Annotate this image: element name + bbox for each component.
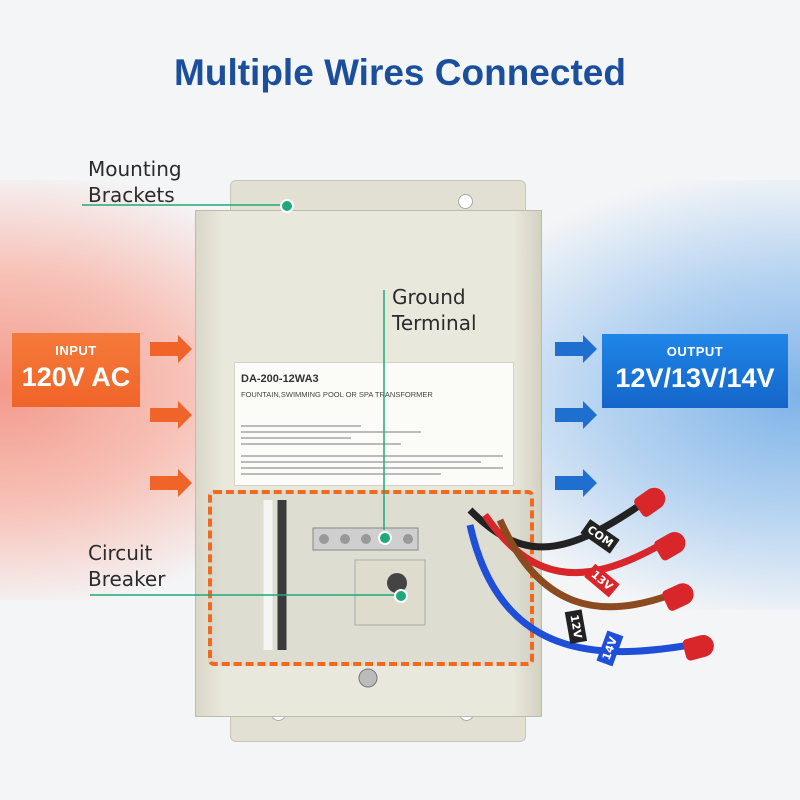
- fine-print: [241, 443, 401, 445]
- callout-line: Circuit: [88, 541, 153, 565]
- fine-print: [241, 455, 503, 457]
- circuit-breaker-callout: Circuit Breaker: [88, 540, 165, 592]
- callout-line: Mounting: [88, 157, 182, 181]
- mounting-hole: [458, 194, 473, 209]
- callout-line: Ground: [392, 285, 466, 309]
- input-badge: INPUT 120V AC: [12, 333, 140, 407]
- mounting-callout-dot: [280, 199, 294, 213]
- output-label: OUTPUT: [666, 344, 724, 359]
- input-label: INPUT: [55, 343, 97, 358]
- model-description: FOUNTAIN,SWIMMING POOL OR SPA TRANSFORME…: [241, 390, 433, 399]
- fine-print: [241, 431, 421, 433]
- callout-line: Terminal: [392, 311, 477, 335]
- fine-print: [241, 473, 441, 475]
- fine-print: [241, 467, 503, 469]
- callout-line: Brackets: [88, 183, 175, 207]
- output-value: 12V/13V/14V: [615, 363, 775, 393]
- model-number: DA-200-12WA3: [241, 373, 319, 385]
- ground-callout-dot: [378, 531, 392, 545]
- fine-print: [241, 437, 351, 439]
- input-value: 120V AC: [21, 362, 131, 392]
- rating-label: DA-200-12WA3 FOUNTAIN,SWIMMING POOL OR S…: [234, 362, 514, 486]
- ground-terminal-callout: Ground Terminal: [392, 284, 477, 336]
- callout-line: Breaker: [88, 567, 166, 591]
- page-title: Multiple Wires Connected: [174, 52, 626, 93]
- fine-print: [241, 425, 361, 427]
- output-badge: OUTPUT 12V/13V/14V: [602, 334, 788, 408]
- mounting-brackets-callout: Mounting Brackets: [88, 156, 182, 208]
- breaker-callout-dot: [394, 589, 408, 603]
- fine-print: [241, 461, 481, 463]
